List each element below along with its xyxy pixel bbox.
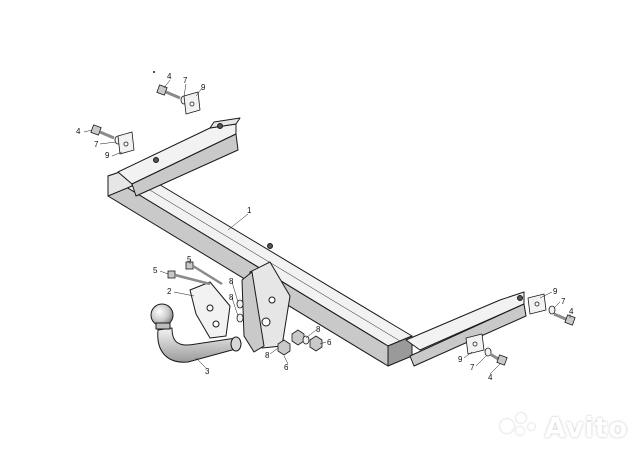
hardware-right [527, 293, 576, 326]
hardware-bracket-left [167, 261, 223, 286]
callout-washer: 8 [229, 293, 234, 302]
hardware-nuts [277, 329, 323, 356]
callout-bolt: 4 [488, 373, 493, 382]
callout-bolt: 4 [569, 307, 574, 316]
callout-bolt-long: 5 [187, 255, 192, 264]
callout-bolt: 4 [167, 72, 172, 81]
callout-bolt-long: 5 [153, 266, 158, 275]
leader-lines [83, 79, 571, 375]
callout-mounting-plate: 2 [167, 287, 172, 296]
center-bracket [241, 243, 291, 353]
stray-dot [153, 71, 155, 73]
callout-square-plate: 9 [105, 151, 110, 160]
callout-lock-washer: 7 [183, 76, 188, 85]
left-side-arm [117, 117, 241, 197]
hardware-top [156, 84, 201, 115]
tow-ball [150, 303, 242, 363]
callout-square-plate: 9 [458, 355, 463, 364]
callout-nut: 6 [284, 363, 289, 372]
callout-lock-washer: 7 [470, 363, 475, 372]
callout-washer: 8 [316, 325, 321, 334]
hardware-upper-left [90, 124, 135, 155]
callouts: 4 7 9 4 7 9 1 5 5 2 8 8 8 6 8 6 3 9 7 4 … [76, 72, 574, 382]
callout-tow-ball: 3 [205, 367, 210, 376]
callout-cross-beam: 1 [247, 206, 252, 215]
avito-wordmark: Avito [544, 411, 628, 444]
callout-bolt: 4 [76, 127, 81, 136]
cross-beam [107, 167, 413, 367]
hardware-bracket-right [236, 299, 244, 323]
callout-washer: 8 [229, 277, 234, 286]
callout-lock-washer: 7 [94, 140, 99, 149]
callout-lock-washer: 7 [561, 297, 566, 306]
avito-watermark: Avito [500, 411, 628, 444]
right-side-arm [405, 291, 527, 367]
callout-square-plate: 9 [553, 287, 558, 296]
mounting-plate [189, 281, 231, 339]
hardware-lower-right [465, 333, 508, 366]
callout-washer: 8 [265, 351, 270, 360]
callout-square-plate: 9 [201, 83, 206, 92]
callout-nut: 6 [327, 338, 332, 347]
avito-logo-icon [500, 412, 540, 443]
